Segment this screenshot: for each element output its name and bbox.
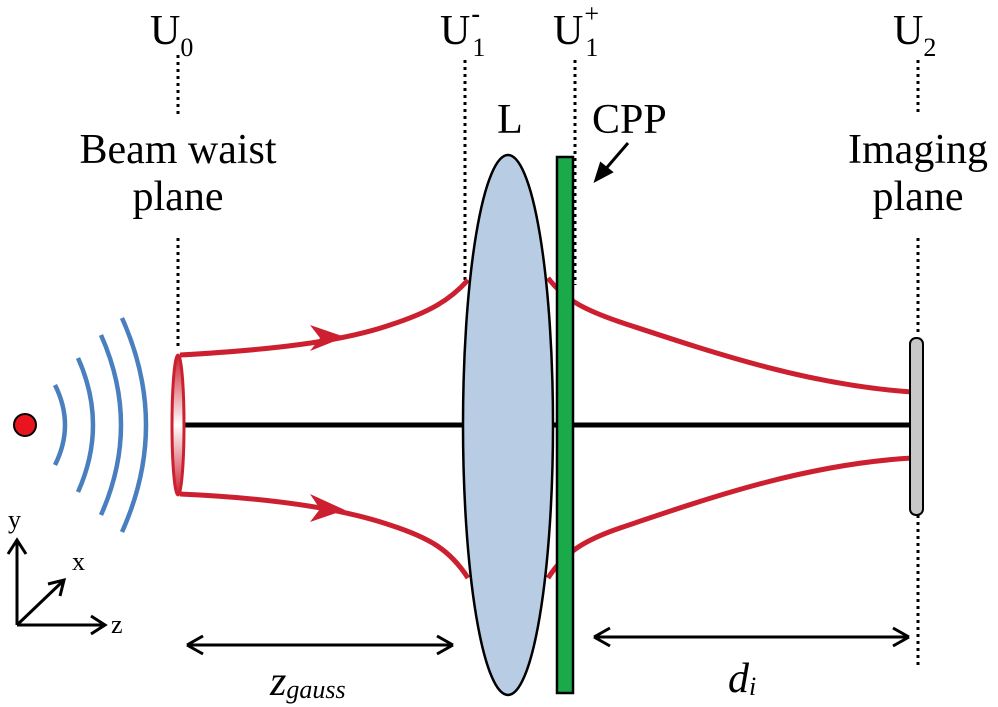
beam-upper-arrow	[310, 325, 345, 351]
lens-label: L	[497, 97, 523, 143]
wavefront-1	[52, 383, 68, 467]
beam-waist	[170, 353, 186, 497]
u2-label: U2	[893, 8, 936, 62]
lens	[461, 153, 555, 697]
zgauss-label: zgauss	[269, 659, 346, 705]
x-axis-line	[15, 580, 64, 627]
cpp-label: CPP	[592, 97, 667, 143]
beam-before-lens	[179, 278, 471, 580]
cpp-plate	[555, 155, 575, 695]
zgauss-distance-arrow	[186, 634, 454, 656]
x-axis-label: x	[72, 547, 85, 576]
di-label: di	[728, 656, 756, 702]
beam-waist-label-line1: Beam waist	[79, 127, 276, 173]
di-distance-arrow	[593, 626, 910, 648]
beam-waist-label-line2: plane	[133, 174, 224, 220]
imaging-plane-label-line1: Imaging	[848, 127, 988, 173]
point-source	[13, 413, 37, 437]
imaging-plane-label-line2: plane	[873, 174, 964, 220]
wavefront-3	[98, 334, 124, 516]
u1-plus-label: U1+	[553, 0, 599, 62]
beam-lower-after	[545, 455, 913, 580]
plane-markers	[176, 55, 920, 665]
wavefronts	[52, 317, 149, 533]
z-axis-label: z	[111, 610, 123, 639]
cpp-pointer-arrow	[593, 142, 630, 184]
y-axis-label: y	[8, 505, 21, 534]
u1-minus-label: U1-	[440, 0, 485, 62]
wavefront-4	[119, 317, 149, 533]
imaging-screen	[909, 337, 924, 516]
beam-upper-before	[179, 278, 470, 358]
wavefront-2	[75, 357, 96, 493]
beam-lower-arrow	[310, 494, 345, 522]
beam-lower-before	[179, 491, 471, 580]
beam-after-cpp	[545, 276, 913, 580]
beam-upper-after	[546, 276, 913, 395]
u0-label: U0	[150, 8, 193, 62]
coordinate-axes	[6, 537, 108, 636]
